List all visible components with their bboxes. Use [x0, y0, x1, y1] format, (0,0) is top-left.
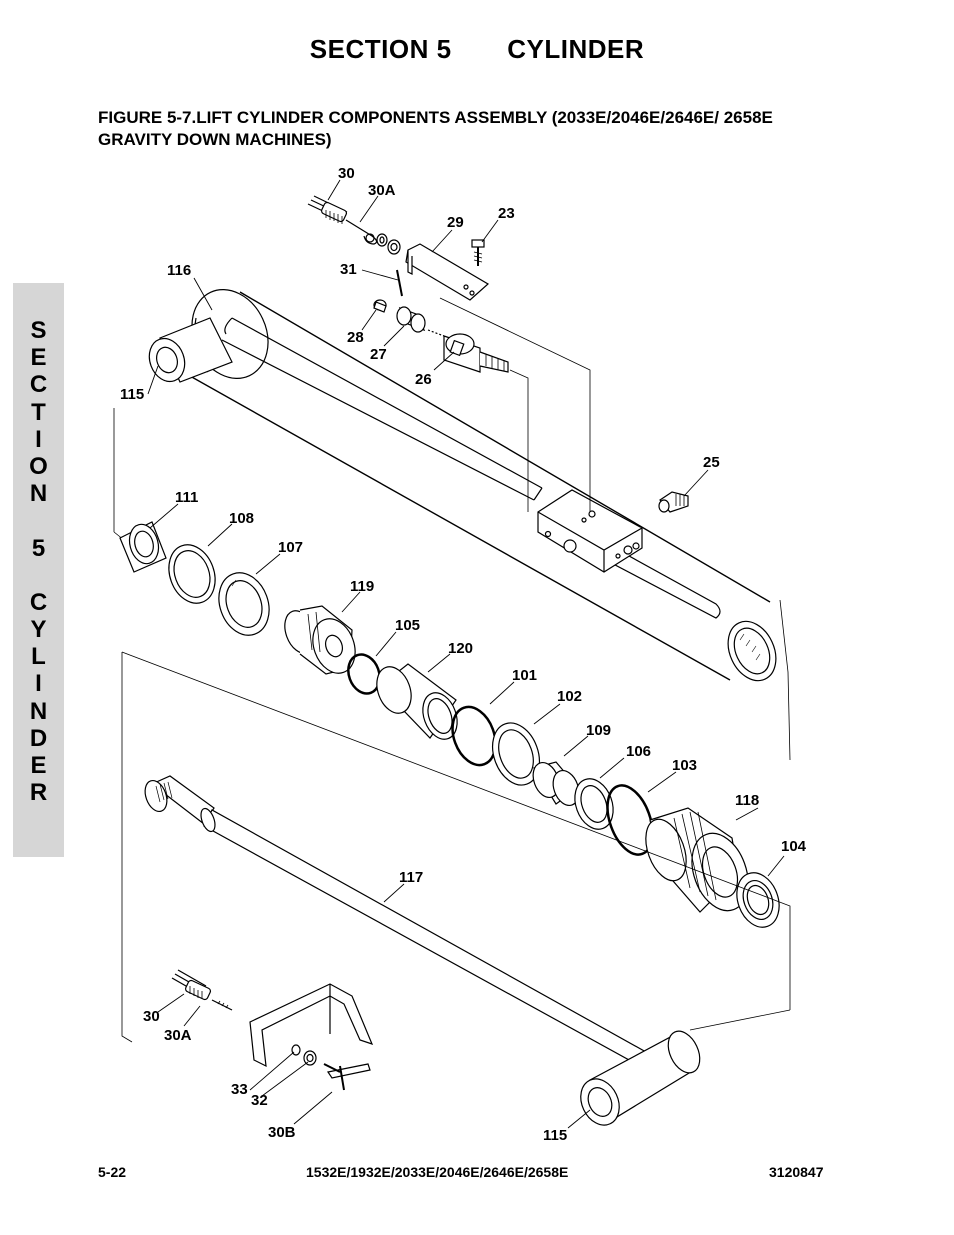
callout-116: 116 [167, 262, 191, 279]
bracket-bottom [249, 983, 374, 1068]
washers-bottom [291, 1044, 317, 1066]
callout-106: 106 [626, 743, 651, 760]
section-name: CYLINDER [507, 34, 645, 64]
callout-107: 107 [278, 539, 303, 556]
callout-leaders [147, 179, 785, 1129]
callout-labels: 30 30A 29 23 116 31 28 27 26 115 25 111 … [120, 165, 807, 1144]
tab-letter: E [30, 344, 47, 372]
callout-117: 117 [399, 869, 423, 886]
callout-29: 29 [447, 214, 464, 231]
callout-104: 104 [781, 838, 807, 855]
spacer-28 [373, 299, 387, 313]
end-cap-115-bottom [580, 1030, 701, 1126]
callout-115-top: 115 [120, 386, 144, 403]
o-ring-105 [347, 653, 381, 695]
nut-27 [396, 306, 426, 333]
callout-105: 105 [395, 617, 420, 634]
bushing-109 [532, 761, 580, 807]
pin-31 [396, 269, 403, 297]
screw-23 [471, 239, 485, 266]
tab-letter: 5 [31, 534, 46, 562]
o-ring-101 [451, 705, 497, 767]
gland-118 [645, 807, 749, 913]
callout-27: 27 [370, 346, 387, 363]
section-side-tab: S E C T I O N 5 C Y L I N D E R [13, 283, 64, 857]
valve-block [537, 489, 643, 573]
tab-letter: E [30, 752, 47, 779]
callout-25: 25 [703, 454, 720, 471]
sleeve-120 [376, 663, 458, 740]
callout-101: 101 [512, 667, 537, 684]
callout-32: 32 [251, 1092, 268, 1109]
callout-108: 108 [229, 510, 254, 527]
tab-letter: R [29, 779, 48, 807]
callout-102: 102 [557, 688, 582, 705]
wire-30-top [307, 195, 348, 224]
tab-letter: D [29, 724, 48, 752]
tab-letter: Y [30, 616, 47, 644]
section-number: SECTION 5 [309, 34, 452, 64]
tab-letter: I [35, 670, 42, 698]
callout-28: 28 [347, 329, 364, 346]
terminal-30a-top [345, 219, 378, 245]
section-header: SECTION 5 CYLINDER [0, 34, 954, 65]
tab-letter: C [29, 588, 48, 616]
callout-30a-bottom: 30A [164, 1027, 192, 1044]
ring-106 [574, 778, 614, 830]
callout-30a-top: 30A [368, 182, 396, 199]
wiper-104 [736, 872, 780, 928]
assembly-lines-top [113, 297, 791, 761]
wire-30-bottom [171, 969, 233, 1011]
assembly-lines-rod [121, 651, 791, 1043]
side-tab-letters: S E C T I O N 5 C Y L I N D E R [13, 317, 64, 806]
callout-115-bottom: 115 [543, 1127, 567, 1144]
washers-top [376, 233, 401, 255]
tab-letter: O [29, 452, 48, 480]
tab-letter: C [29, 371, 48, 399]
tab-letter: S [30, 317, 47, 344]
switch-26 [427, 329, 509, 373]
footer-models: 1532E/1932E/2033E/2046E/2646E/2658E [306, 1164, 569, 1180]
figure-title: FIGURE 5-7.LIFT CYLINDER COMPONENTS ASSE… [98, 108, 773, 149]
callout-30-bottom: 30 [143, 1008, 160, 1025]
callout-30-top: 30 [338, 165, 355, 182]
ring-107 [218, 572, 270, 636]
callout-30b: 30B [268, 1124, 296, 1141]
piston-119 [284, 605, 356, 675]
callout-120: 120 [448, 640, 473, 657]
nut-111 [119, 521, 167, 573]
callout-118: 118 [735, 792, 759, 809]
callout-103: 103 [672, 757, 697, 774]
page-number: 5-22 [98, 1164, 127, 1180]
rod-117 [144, 775, 647, 1067]
document-number: 3120847 [769, 1164, 824, 1180]
callout-33: 33 [231, 1081, 248, 1098]
tab-letter: L [31, 643, 46, 671]
end-cap-115-top [148, 317, 233, 383]
callout-111: 111 [175, 489, 198, 506]
tab-letter: N [29, 480, 48, 508]
ring-102 [492, 722, 540, 786]
tab-letter: I [35, 425, 42, 453]
callout-109: 109 [586, 722, 611, 739]
callout-119: 119 [350, 578, 374, 595]
tab-letter: N [29, 697, 48, 725]
tube-end-open [727, 620, 777, 682]
tab-letter: T [31, 398, 46, 426]
pin-30b [323, 1063, 371, 1091]
callout-31: 31 [340, 261, 357, 278]
ring-108 [168, 544, 216, 604]
o-ring-103 [606, 784, 654, 856]
bracket-29 [405, 243, 490, 301]
fitting-25 [658, 491, 689, 513]
callout-23: 23 [498, 205, 515, 222]
callout-26: 26 [415, 371, 432, 388]
